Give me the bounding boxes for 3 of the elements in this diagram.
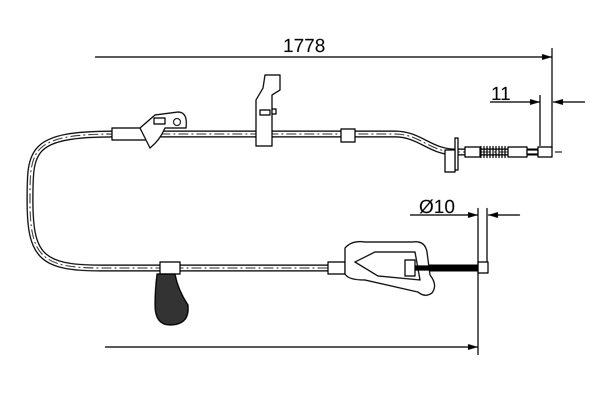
- dimension-value: 11: [491, 85, 511, 104]
- dimension-value: Ø10: [419, 198, 455, 217]
- dimension-value: 1778: [283, 37, 326, 56]
